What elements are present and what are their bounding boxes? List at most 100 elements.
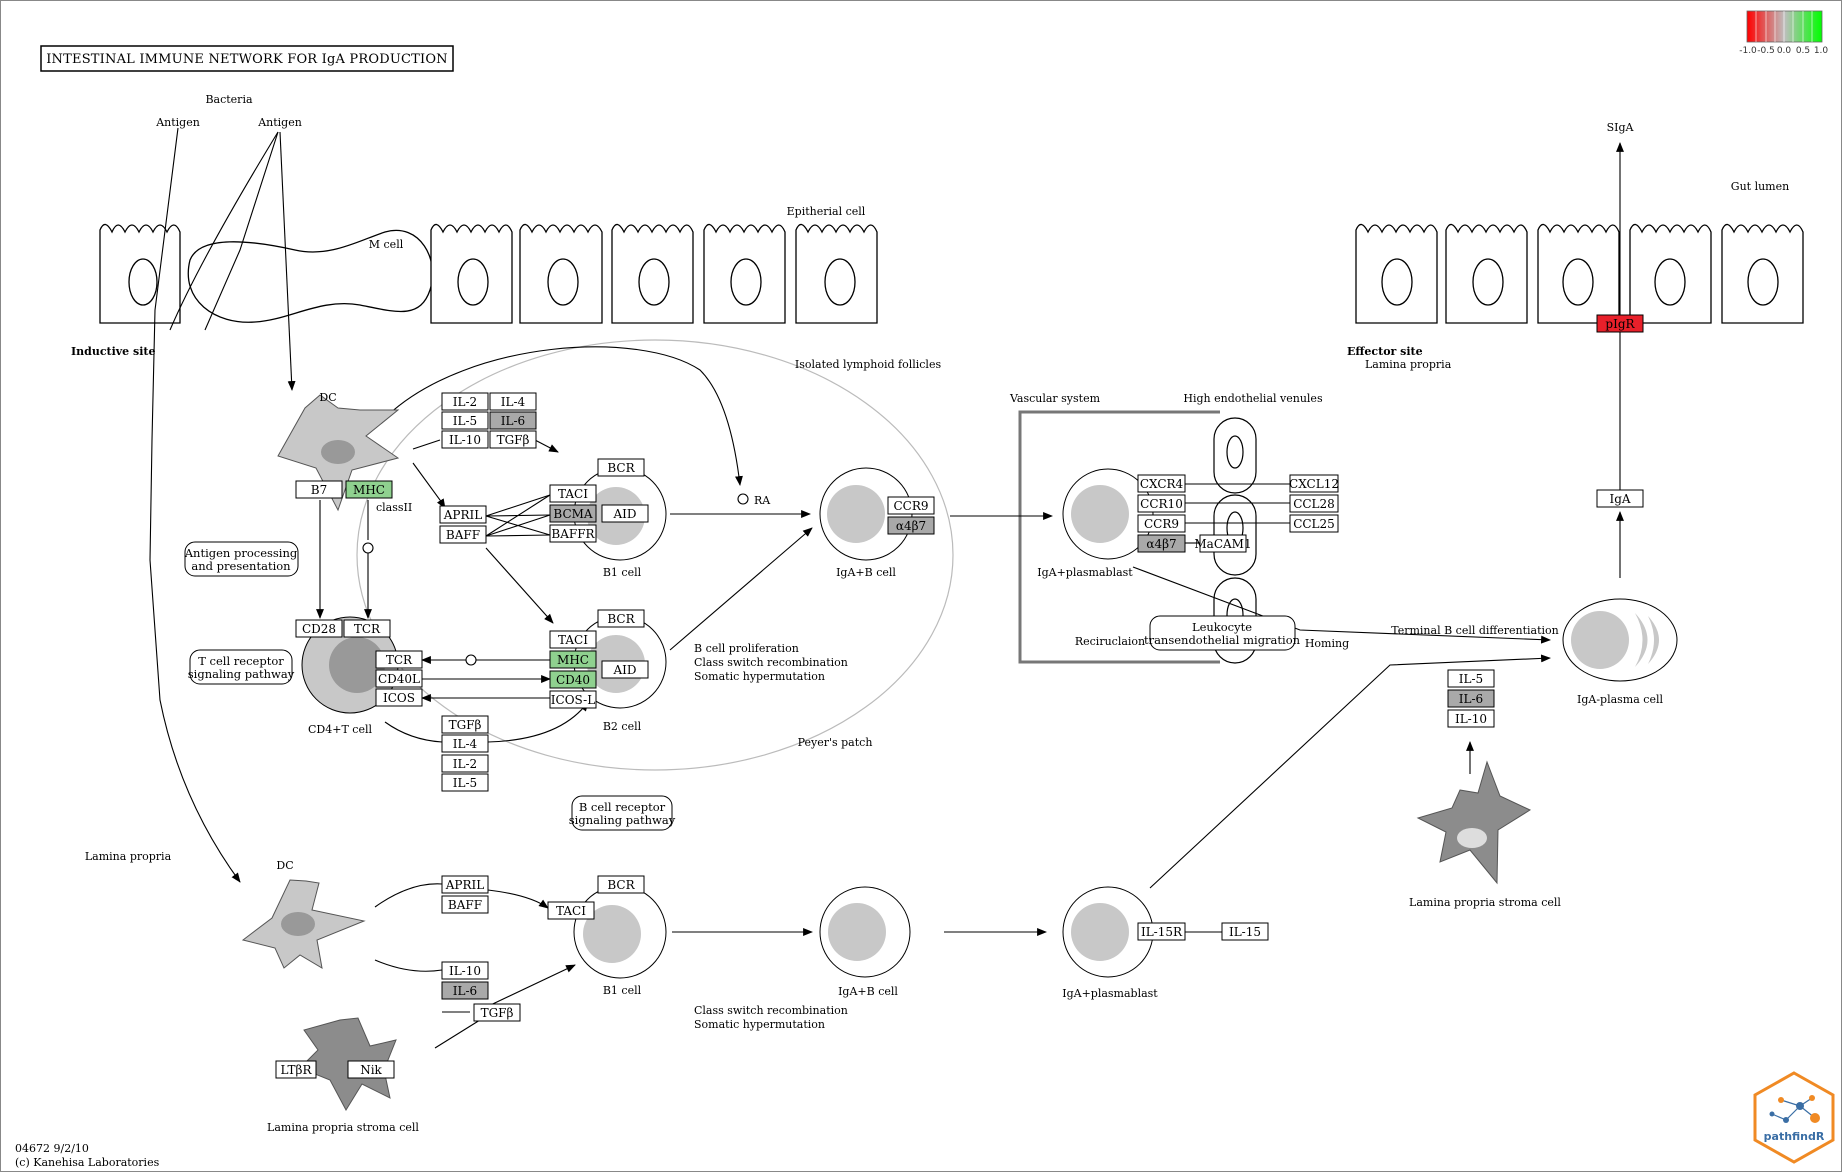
gene-box[interactable]: [887, 516, 935, 535]
gene-box[interactable]: [549, 504, 597, 523]
gene-box[interactable]: [441, 773, 489, 792]
gene-box[interactable]: [601, 660, 649, 679]
gene-a4b7-a[interactable]: α4β7: [887, 516, 935, 535]
gene-box[interactable]: [441, 392, 489, 411]
gene-taci-b2[interactable]: TACI: [549, 630, 597, 649]
gene-aid-b1[interactable]: AID: [601, 504, 649, 523]
gene-box[interactable]: [441, 875, 489, 894]
gene-taci-a[interactable]: TACI: [549, 484, 597, 503]
gene-box[interactable]: [439, 505, 487, 524]
gene-ccl28[interactable]: CCL28: [1289, 494, 1339, 513]
gene-baffr[interactable]: BAFFR: [549, 524, 597, 543]
gene-box[interactable]: [441, 411, 489, 430]
gene-box[interactable]: [1137, 534, 1186, 553]
gene-icos[interactable]: ICOS: [375, 688, 423, 707]
gene-box[interactable]: [597, 609, 645, 628]
gene-cd40[interactable]: CD40: [549, 670, 597, 689]
gene-b7[interactable]: B7: [295, 480, 343, 499]
gene-il5-b[interactable]: IL-5: [441, 773, 489, 792]
gene-box[interactable]: [295, 480, 343, 499]
gene-il10-c[interactable]: IL-10: [1447, 709, 1495, 728]
gene-il15r[interactable]: IL-15R: [1137, 922, 1186, 941]
gene-box[interactable]: [1221, 922, 1269, 941]
gene-bcr-c[interactable]: BCR: [597, 875, 645, 894]
gene-box[interactable]: [1289, 474, 1339, 493]
gene-il6-c[interactable]: IL-6: [1447, 689, 1495, 708]
gene-box[interactable]: [441, 715, 489, 734]
gene-taci-c[interactable]: TACI: [547, 901, 595, 920]
gene-box[interactable]: [489, 411, 537, 430]
gene-box[interactable]: [1289, 494, 1339, 513]
gene-bcr-b1[interactable]: BCR: [597, 458, 645, 477]
gene-mhc-dc[interactable]: MHC: [345, 480, 393, 499]
gene-box[interactable]: [441, 895, 489, 914]
gene-box[interactable]: [1289, 514, 1339, 533]
gene-box[interactable]: [1137, 474, 1186, 493]
gene-nik[interactable]: Nik: [347, 1060, 395, 1079]
gene-cxcl12[interactable]: CXCL12: [1289, 474, 1339, 493]
gene-box[interactable]: [1596, 314, 1644, 333]
gene-a4b7-b[interactable]: α4β7: [1137, 534, 1186, 553]
gene-box[interactable]: [473, 1003, 521, 1022]
gene-il6-b[interactable]: IL-6: [441, 981, 489, 1000]
gene-box[interactable]: [439, 525, 487, 544]
map-tcr-signaling[interactable]: T cell receptor signaling pathway: [188, 649, 295, 685]
gene-aid-b2[interactable]: AID: [601, 660, 649, 679]
gene-box[interactable]: [375, 669, 423, 688]
gene-box[interactable]: [441, 981, 489, 1000]
gene-box[interactable]: [549, 650, 597, 669]
gene-box[interactable]: [1137, 922, 1186, 941]
gene-box[interactable]: [375, 650, 423, 669]
gene-box[interactable]: [347, 1060, 395, 1079]
gene-box[interactable]: [1447, 709, 1495, 728]
gene-box[interactable]: [489, 430, 537, 449]
gene-box[interactable]: [549, 484, 597, 503]
pathway-links[interactable]: Antigen processing and presentation T ce…: [184, 541, 1301, 831]
gene-box[interactable]: [1447, 689, 1495, 708]
gene-il10-a[interactable]: IL-10: [441, 430, 489, 449]
gene-ccr9-b[interactable]: CCR9: [1137, 514, 1186, 533]
gene-ccr9-a[interactable]: CCR9: [887, 496, 935, 515]
gene-il4-a[interactable]: IL-4: [489, 392, 537, 411]
gene-box[interactable]: [343, 619, 391, 638]
gene-box[interactable]: [549, 630, 597, 649]
gene-icosl[interactable]: ICOS-L: [549, 690, 597, 709]
gene-tgfb-b[interactable]: TGFβ: [441, 715, 489, 734]
gene-tcr-top[interactable]: TCR: [343, 619, 391, 638]
gene-box[interactable]: [275, 1060, 317, 1079]
gene-il6-a[interactable]: IL-6: [489, 411, 537, 430]
gene-box[interactable]: [597, 875, 645, 894]
gene-cd40l[interactable]: CD40L: [375, 669, 423, 688]
gene-il10-b[interactable]: IL-10: [441, 961, 489, 980]
gene-ccr10[interactable]: CCR10: [1137, 494, 1186, 513]
gene-box[interactable]: [441, 430, 489, 449]
gene-il5-a[interactable]: IL-5: [441, 411, 489, 430]
gene-box[interactable]: [547, 901, 595, 920]
gene-tgfb-c[interactable]: TGFβ: [473, 1003, 521, 1022]
gene-box[interactable]: [1137, 514, 1186, 533]
gene-box[interactable]: [441, 961, 489, 980]
gene-iga[interactable]: IgA: [1596, 489, 1644, 508]
gene-bcma[interactable]: BCMA: [549, 504, 597, 523]
gene-box[interactable]: [441, 754, 489, 773]
gene-ltbr[interactable]: LTβR: [275, 1060, 317, 1079]
gene-box[interactable]: [295, 619, 343, 638]
gene-tcr-t[interactable]: TCR: [375, 650, 423, 669]
gene-box[interactable]: [441, 734, 489, 753]
gene-il2-b[interactable]: IL-2: [441, 754, 489, 773]
gene-box[interactable]: [1137, 494, 1186, 513]
gene-mhc-b2[interactable]: MHC: [549, 650, 597, 669]
gene-cxcr4[interactable]: CXCR4: [1137, 474, 1186, 493]
gene-il4-b[interactable]: IL-4: [441, 734, 489, 753]
gene-box[interactable]: [1199, 534, 1247, 553]
gene-april-b[interactable]: APRIL: [441, 875, 489, 894]
gene-baff-b[interactable]: BAFF: [441, 895, 489, 914]
gene-ccl25[interactable]: CCL25: [1289, 514, 1339, 533]
gene-box[interactable]: [601, 504, 649, 523]
gene-cd28[interactable]: CD28: [295, 619, 343, 638]
gene-april-a[interactable]: APRIL: [439, 505, 487, 524]
gene-box[interactable]: [549, 670, 597, 689]
gene-box[interactable]: [345, 480, 393, 499]
gene-box[interactable]: [1447, 669, 1495, 688]
gene-box[interactable]: [597, 458, 645, 477]
